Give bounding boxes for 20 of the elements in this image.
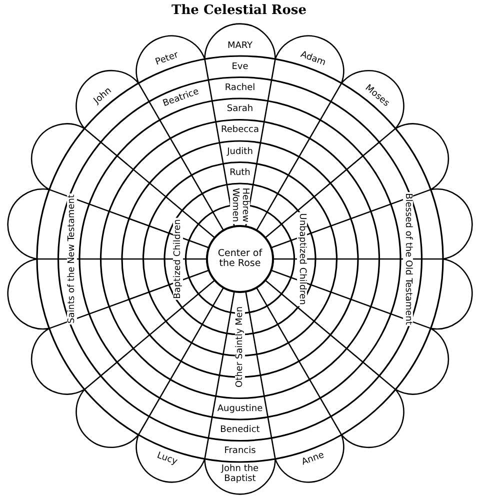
cell-label: Ruth: [228, 168, 252, 178]
cell-label: Rebecca: [220, 125, 260, 136]
cell-label: Saints of the New Testament: [67, 194, 77, 324]
cell-label: Blessed of the Old Testament: [403, 192, 413, 326]
cell-label: Eve: [230, 62, 250, 72]
petal-label: John the Baptist: [219, 464, 261, 484]
cell-label: Francis: [223, 446, 257, 456]
cell-label: Unbaptized Children: [297, 212, 307, 306]
cell-label: Augustine: [216, 404, 264, 414]
cell-label: Benedict: [219, 425, 261, 436]
cell-label: Sarah: [226, 104, 254, 114]
cell-label: Other Saintly Men: [235, 305, 245, 389]
petal-label: Lucy: [154, 450, 180, 468]
diagram-title: The Celestial Rose: [172, 3, 306, 18]
cell-label: Judith: [226, 146, 254, 157]
cell-label: Hebrew Women: [230, 186, 250, 224]
petal-label: Adam: [298, 49, 328, 68]
center-circle: Center of the Rose: [206, 225, 274, 293]
cell-label: Baptized Children: [173, 218, 183, 300]
cell-label: Rachel: [224, 82, 256, 93]
